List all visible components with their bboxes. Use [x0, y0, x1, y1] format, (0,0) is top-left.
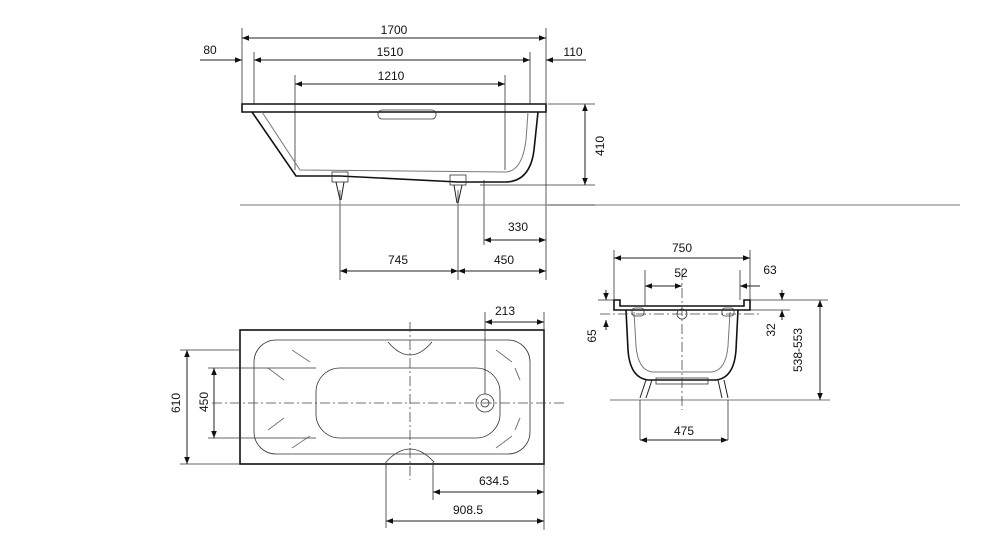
dim-end-leg-width: 475: [674, 424, 694, 438]
dim-end-drain-offset: 52: [674, 266, 688, 280]
dim-inner-width: 450: [197, 392, 211, 412]
dim-leg-offset: 330: [508, 220, 528, 234]
dim-end-rim-height: 32: [764, 323, 778, 337]
dim-end-rim-depth: 65: [585, 329, 599, 343]
dim-end-total-height: 538-553: [791, 328, 805, 372]
dim-drain-offset: 213: [495, 304, 515, 318]
foot-right: [449, 174, 467, 204]
dim-end-width: 750: [672, 241, 692, 255]
dim-outer-width: 610: [169, 393, 183, 413]
foot-left: [331, 171, 349, 201]
dim-leg-to-end: 450: [494, 253, 514, 267]
dim-grip-offset-2: 908.5: [453, 503, 483, 517]
dim-end-rim-right: 63: [763, 263, 777, 277]
top-view: 213 610 450 634.5 908.5: [169, 304, 565, 530]
dim-leg-spacing: 745: [388, 253, 408, 267]
side-view: 1700 80 1510 110 1210 410 330 745 450: [200, 23, 960, 280]
dim-bottom-length: 1210: [378, 69, 405, 83]
end-view: 750 52 63 65 32 538-553 475: [585, 241, 830, 443]
dim-right-rim: 110: [563, 45, 582, 59]
dim-total-length: 1700: [381, 23, 408, 37]
dim-height: 410: [593, 136, 607, 156]
dim-grip-offset: 634.5: [479, 474, 509, 488]
dim-inner-length: 1510: [377, 45, 404, 59]
end-legs: [639, 377, 729, 399]
dim-left-rim: 80: [203, 43, 217, 57]
